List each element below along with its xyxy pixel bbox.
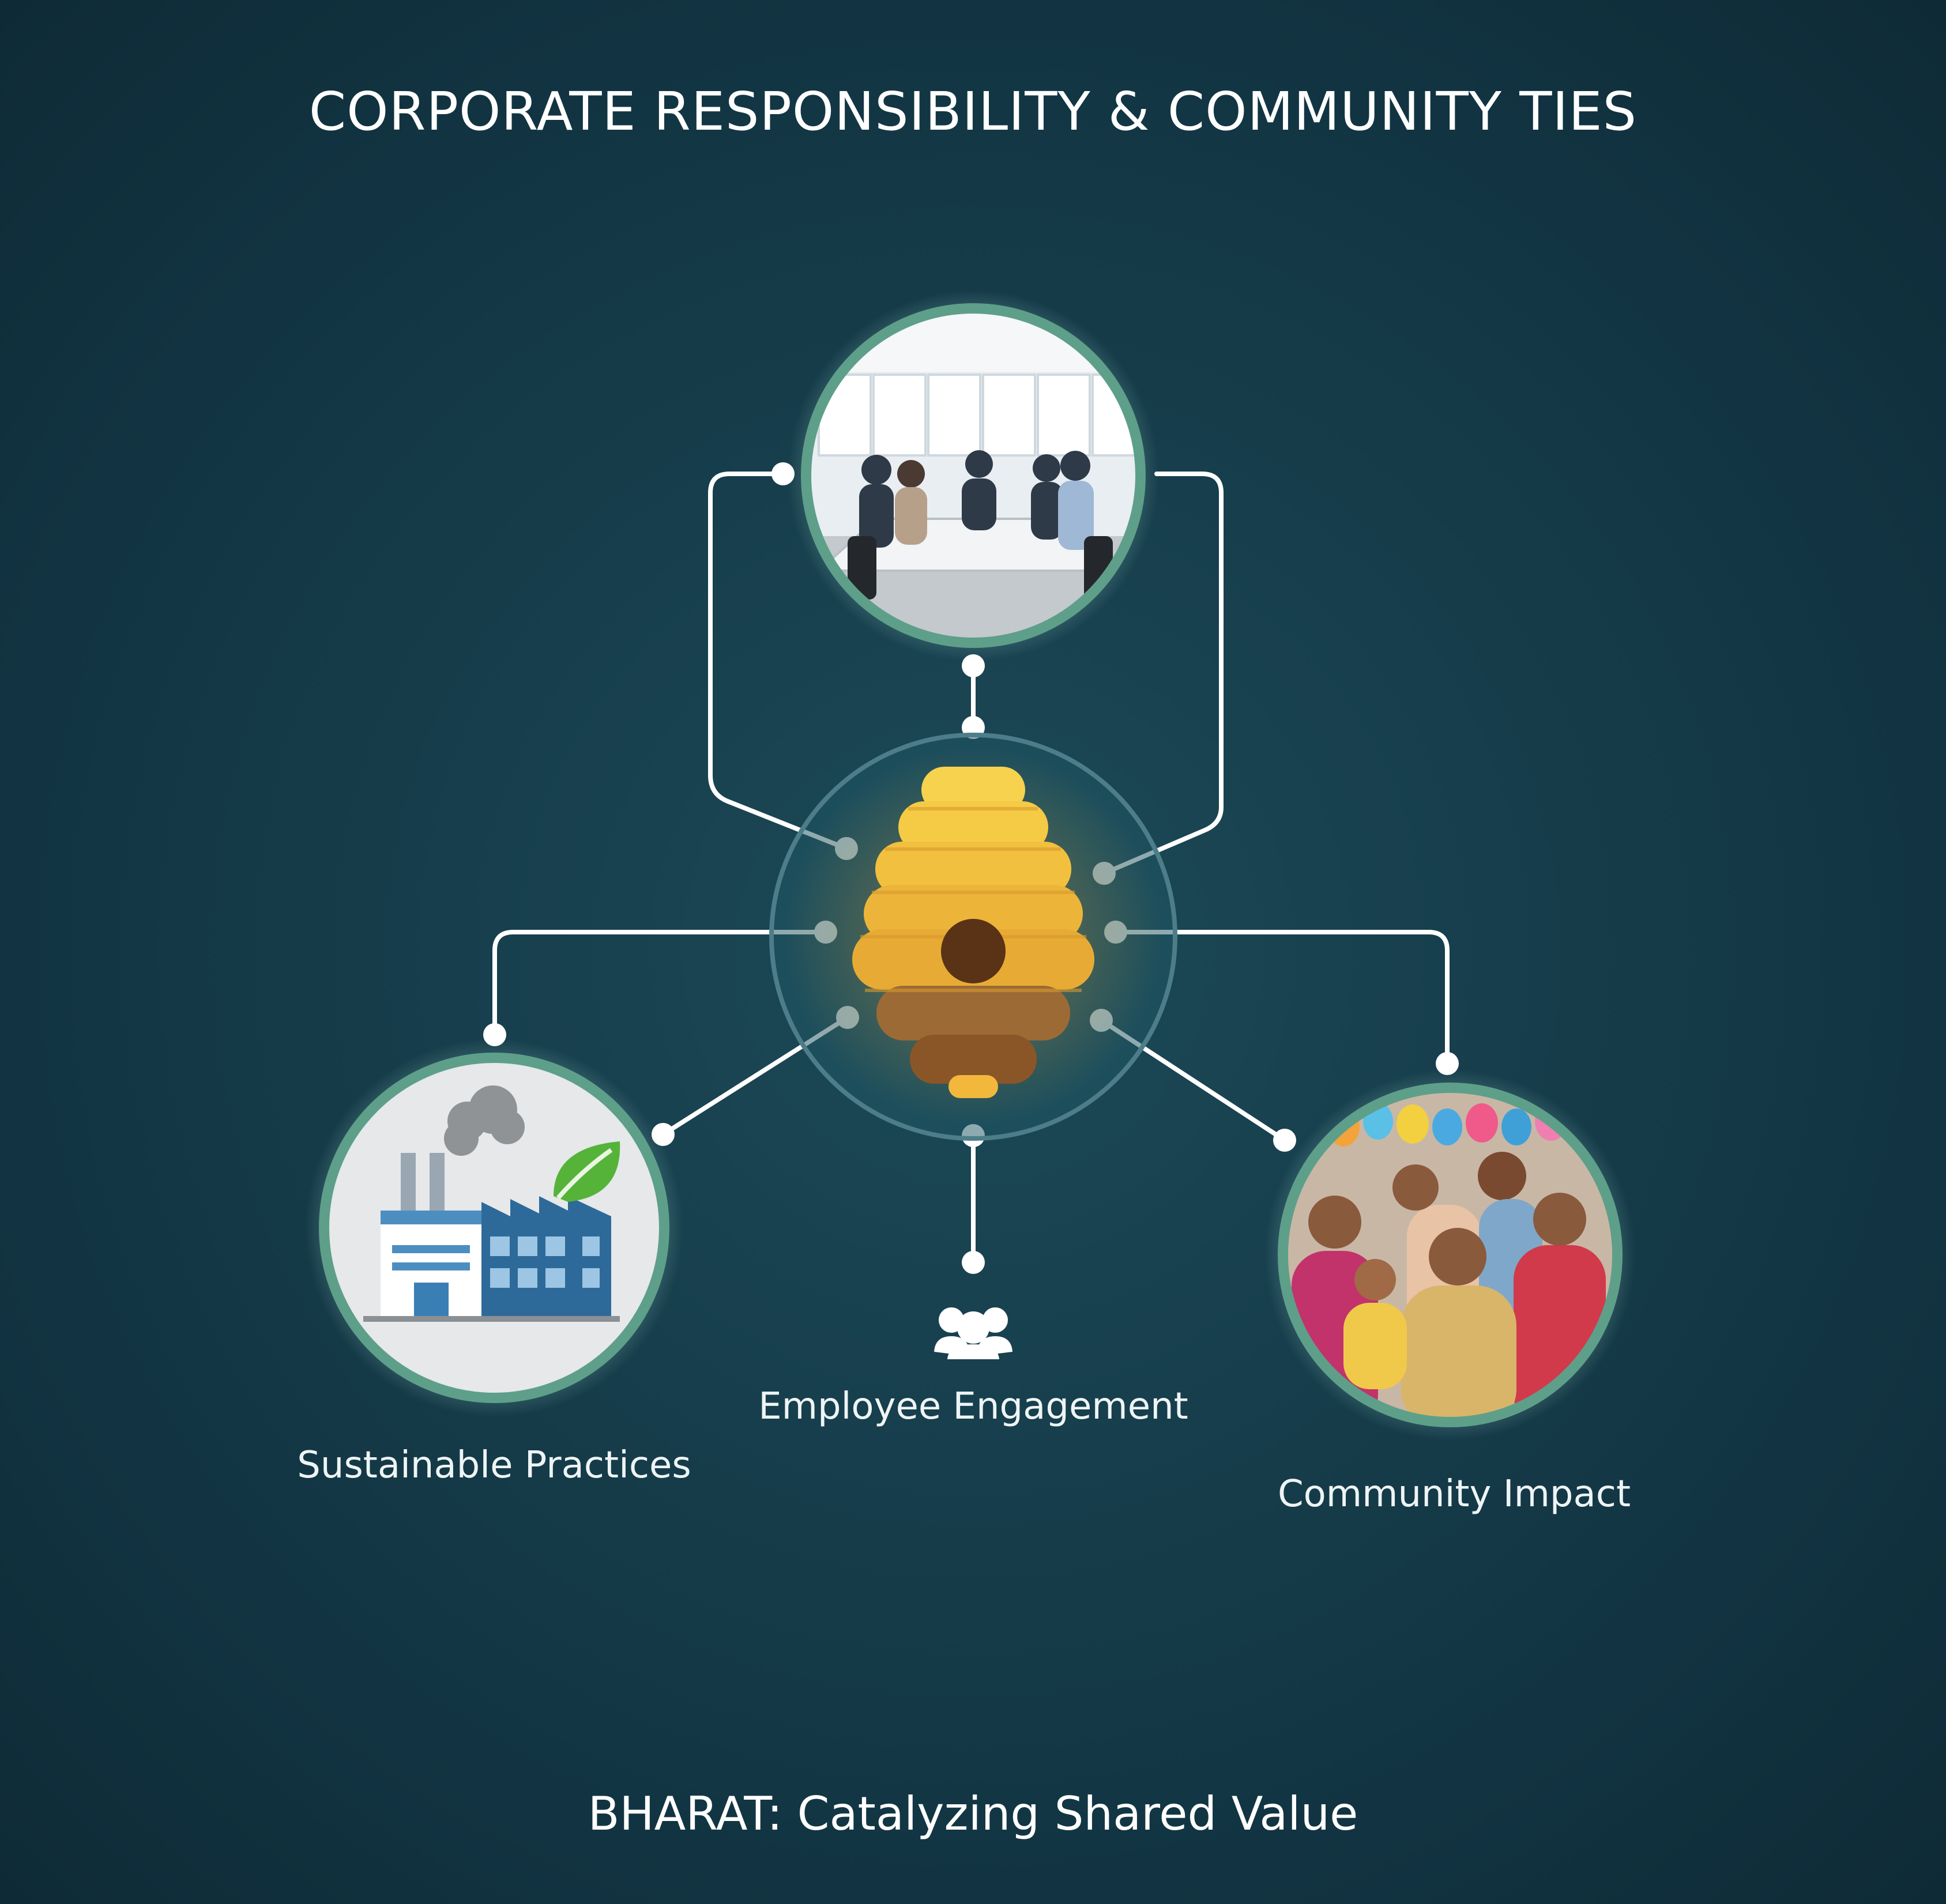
center-hub xyxy=(769,733,1177,1141)
connector-community-top xyxy=(1113,930,1450,1066)
connector-dot xyxy=(1273,1129,1296,1152)
connector-dot xyxy=(962,1251,985,1274)
beehive-icon xyxy=(852,767,1094,1098)
label-community-impact: Community Impact xyxy=(1277,1473,1631,1515)
label-sustainable-practices: Sustainable Practices xyxy=(297,1444,691,1487)
connector-dot xyxy=(1436,1052,1459,1075)
node-meeting xyxy=(788,290,1159,661)
node-sustainable xyxy=(305,1039,683,1417)
footer-tagline: BHARAT: Catalyzing Shared Value xyxy=(588,1787,1358,1841)
people-group-icon xyxy=(934,1307,1012,1359)
connector-sustainable-top xyxy=(492,930,828,1037)
page-title: CORPORATE RESPONSIBILITY & COMMUNITY TIE… xyxy=(308,81,1638,142)
connector-meeting-right xyxy=(1102,472,1224,876)
hive-entrance xyxy=(941,919,1006,983)
label-employee-engagement: Employee Engagement xyxy=(758,1385,1188,1428)
connector-meeting-left xyxy=(708,472,849,851)
node-community xyxy=(1264,1069,1636,1441)
factory-leaf-icon xyxy=(324,1058,664,1398)
